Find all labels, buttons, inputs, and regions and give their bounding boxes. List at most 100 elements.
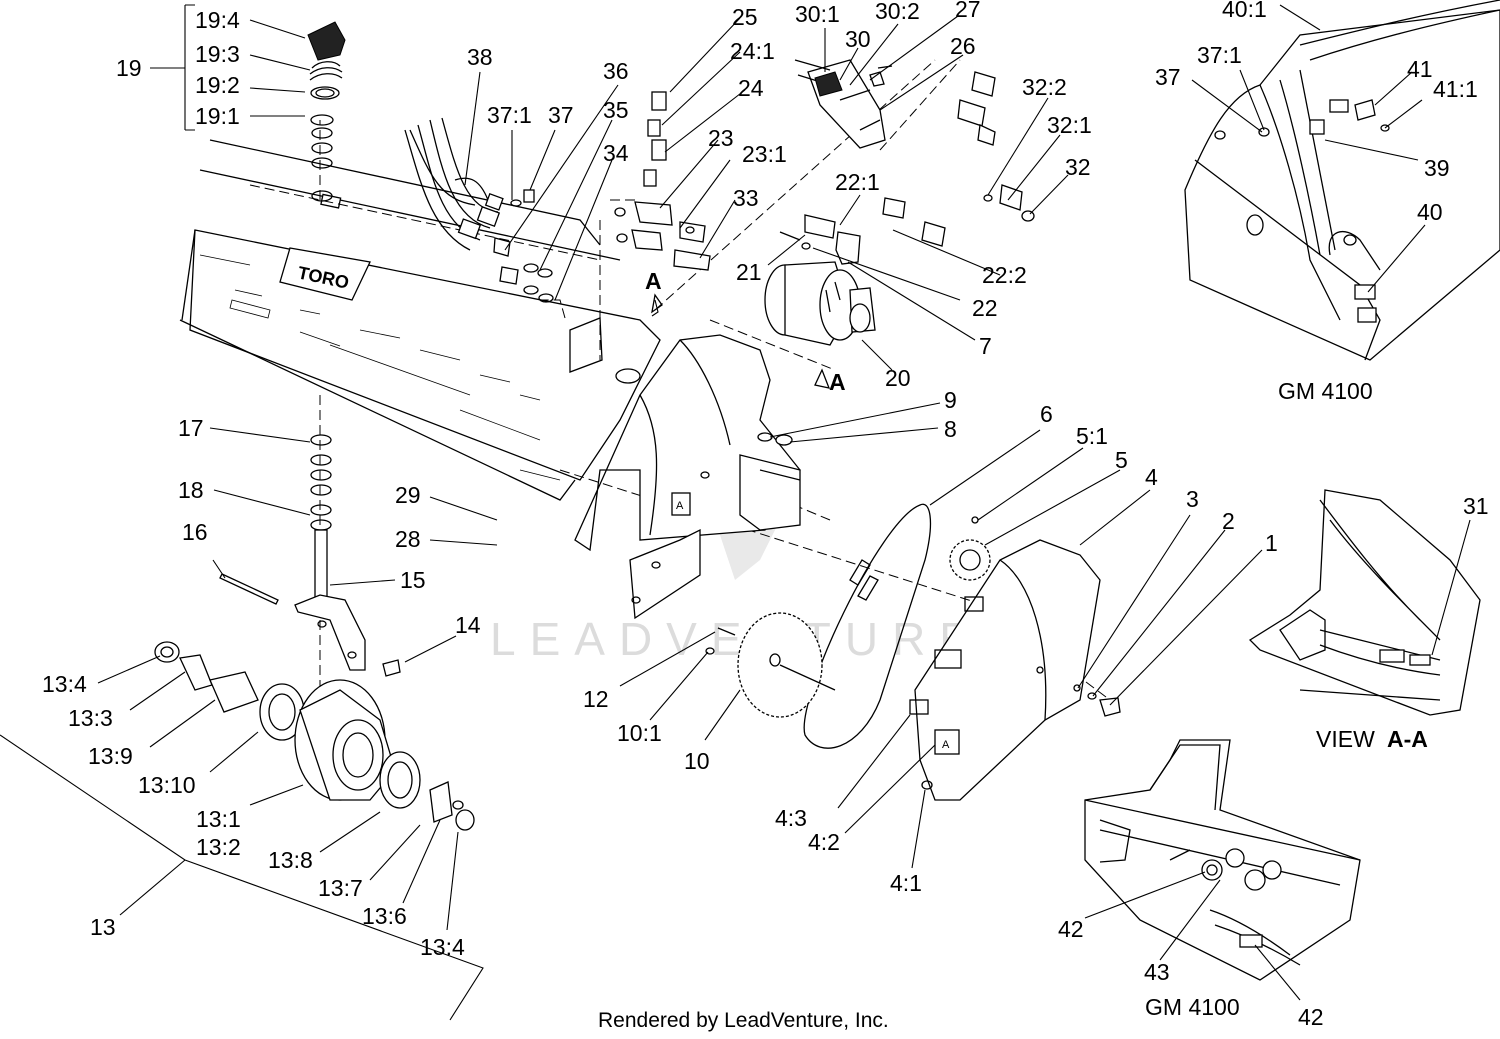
part-19-adjuster (307, 21, 346, 202)
callout-19-1: 19:1 (195, 103, 240, 129)
callout-7: 7 (979, 333, 992, 359)
brand-decal (279, 247, 371, 301)
svg-text:A: A (942, 739, 950, 751)
callout-8: 8 (944, 416, 957, 442)
chain-cover: A (909, 539, 1101, 801)
callout-13-4-upper: 13:4 (42, 671, 87, 697)
callout-14: 14 (455, 612, 481, 638)
callout-19-4: 19:4 (195, 7, 240, 33)
part-5-sprocket (949, 516, 991, 581)
callout-36: 36 (603, 58, 629, 84)
callout-22-1: 22:1 (835, 169, 880, 195)
callout-17: 17 (178, 415, 204, 441)
callout-19-3: 19:3 (195, 41, 240, 67)
callout-33: 33 (733, 185, 759, 211)
part-26-27-30-valve (794, 59, 996, 149)
callout-20: 20 (885, 365, 911, 391)
parts-1-2-3-fasteners (1073, 684, 1121, 717)
section-arrows (651, 293, 831, 389)
inset-titles: GM 4100 VIEW A-A GM 4100 (1145, 378, 1428, 1020)
inset-title-top-right: GM 4100 (1278, 378, 1373, 404)
callout-18: 18 (178, 477, 204, 503)
callout-2: 2 (1222, 508, 1235, 534)
callout-32: 32 (1065, 154, 1091, 180)
callout-24: 24 (738, 75, 764, 101)
callout-30: 30 (845, 26, 871, 52)
part-23-24-25-fittings (614, 91, 711, 271)
callout-21: 21 (736, 259, 762, 285)
callout-29: 29 (395, 482, 421, 508)
part-10-sprocket (705, 612, 836, 718)
part-20-motor (764, 197, 946, 346)
callout-24-1: 24:1 (730, 38, 775, 64)
callout-42-right: 42 (1298, 1004, 1324, 1030)
inset-bottom-right (1084, 739, 1361, 981)
callout-37: 37 (548, 102, 574, 128)
callout-22-2: 22:2 (982, 262, 1027, 288)
part-38-hoses (404, 117, 554, 303)
callout-37-inset: 37 (1155, 64, 1181, 90)
part-13-wheel (154, 641, 475, 831)
callout-32-1: 32:1 (1047, 112, 1092, 138)
decal-a (671, 492, 691, 516)
callout-38: 38 (467, 44, 493, 70)
callout-4-2: 4:2 (808, 829, 840, 855)
callout-37-1-inset: 37:1 (1197, 42, 1242, 68)
callout-13-8: 13:8 (268, 847, 313, 873)
callout-13-9: 13:9 (88, 743, 133, 769)
callout-13-6: 13:6 (362, 903, 407, 929)
gearbox-housing: A (574, 334, 801, 620)
part-6-chain (803, 503, 932, 749)
callout-23-1: 23:1 (742, 141, 787, 167)
callout-42-left: 42 (1058, 916, 1084, 942)
bracket-13 (0, 734, 484, 1021)
part-32-fittings (983, 184, 1035, 222)
callout-28: 28 (395, 526, 421, 552)
callout-12: 12 (583, 686, 609, 712)
watermark-text: LEADVENTURE (490, 613, 984, 665)
callout-40-1: 40:1 (1222, 0, 1267, 22)
callout-13-4-lower: 13:4 (420, 934, 465, 960)
callout-10: 10 (684, 748, 710, 774)
callout-41-1: 41:1 (1433, 76, 1478, 102)
callout-41: 41 (1407, 56, 1433, 82)
callout-13-3: 13:3 (68, 705, 113, 731)
callout-19-2: 19:2 (195, 72, 240, 98)
callout-22: 22 (972, 295, 998, 321)
callout-37-1: 37:1 (487, 102, 532, 128)
callout-19: 19 (116, 55, 142, 81)
callout-31: 31 (1463, 493, 1489, 519)
callout-30-1: 30:1 (795, 1, 840, 27)
inset-view-aa (1248, 489, 1481, 716)
callout-4-3: 4:3 (775, 805, 807, 831)
callout-4-1: 4:1 (890, 870, 922, 896)
deck-assembly: TORO (179, 139, 661, 501)
callout-4: 4 (1145, 464, 1158, 490)
callout-15: 15 (400, 567, 426, 593)
callout-5: 5 (1115, 447, 1128, 473)
callout-32-2: 32:2 (1022, 74, 1067, 100)
inset-title-view-prefix: VIEW (1316, 726, 1375, 752)
callout-26: 26 (950, 33, 976, 59)
callout-13-10: 13:10 (138, 772, 196, 798)
callout-39: 39 (1424, 155, 1450, 181)
leader-lines (97, 4, 1471, 1001)
callout-labels: 19:4 19:3 19:2 19:1 19 38 37:1 37 36 35 … (42, 0, 1489, 1030)
callout-13: 13 (90, 914, 116, 940)
callout-25: 25 (732, 4, 758, 30)
callout-34: 34 (603, 140, 629, 166)
callout-13-7: 13:7 (318, 875, 363, 901)
section-mark-a-upper: A (645, 268, 662, 294)
callout-1: 1 (1265, 530, 1278, 556)
callout-43: 43 (1144, 959, 1170, 985)
callout-30-2: 30:2 (875, 0, 920, 24)
callout-40: 40 (1417, 199, 1443, 225)
callout-9: 9 (944, 387, 957, 413)
callout-13-2: 13:2 (196, 834, 241, 860)
svg-text:A: A (676, 500, 684, 512)
part-15-caster-spindle (219, 434, 401, 677)
callout-6: 6 (1040, 401, 1053, 427)
inset-title-bottom-right: GM 4100 (1145, 994, 1240, 1020)
callout-3: 3 (1186, 486, 1199, 512)
